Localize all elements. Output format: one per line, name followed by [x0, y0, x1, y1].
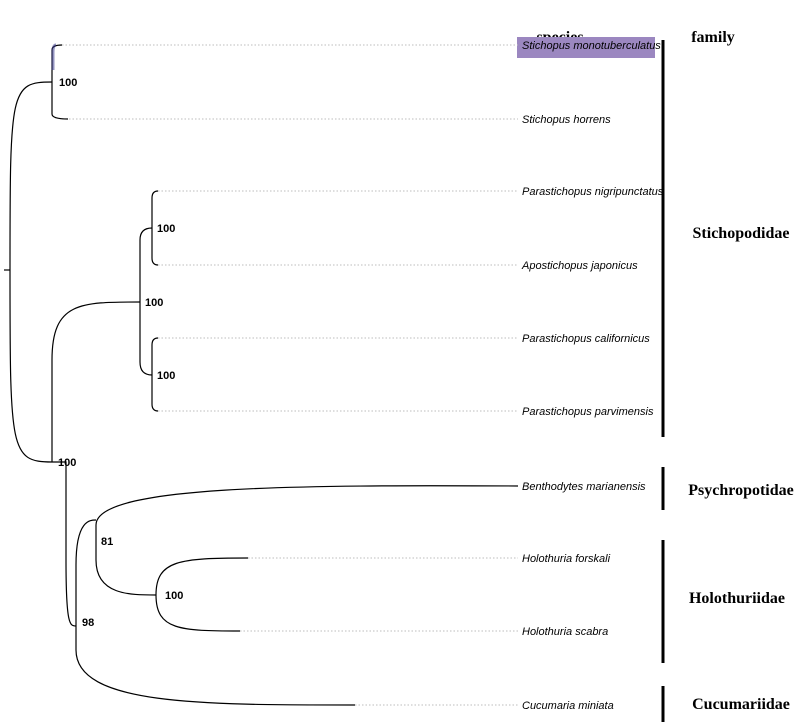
- branch-stichopus-horrens: [51, 82, 69, 120]
- branch-benthodytes: [95, 485, 519, 545]
- support-non-stichopodid: 98: [82, 617, 94, 629]
- branch-nigri-japonicus-stem: [139, 227, 153, 302]
- taxon-label: Stichopus horrens: [522, 114, 611, 126]
- branch-parvimensis: [151, 375, 159, 412]
- branch-holothuria-stem: [95, 545, 157, 596]
- branch-non-stichopodid-stem: [52, 461, 77, 627]
- support-nigri-japonicus: 100: [157, 223, 175, 235]
- support-root-split: 100: [58, 457, 76, 469]
- branch-highlight: [51, 43, 57, 70]
- taxon-label: Parastichopus nigripunctatus: [522, 186, 664, 198]
- branch-californicus-parvimensis-stem: [139, 302, 153, 376]
- taxon-label: Cucumaria miniata: [522, 700, 614, 712]
- branch-holothuria-forskali: [155, 557, 249, 596]
- branch-cucumaria: [75, 626, 356, 706]
- family-label: Psychropotidae: [688, 482, 793, 499]
- support-californicus-parvimensis: 100: [157, 370, 175, 382]
- taxon-label: Holothuria forskali: [522, 553, 611, 565]
- family-header: family: [691, 29, 735, 46]
- family-label: Holothuriidae: [689, 590, 785, 607]
- branch-nigripunctatus: [151, 190, 159, 228]
- branch-holothuria-scabra: [155, 594, 241, 632]
- support-holothuria: 100: [165, 590, 183, 602]
- taxon-label: Holothuria scabra: [522, 626, 608, 638]
- support-stichopus: 100: [59, 77, 77, 89]
- family-label: Stichopodidae: [693, 225, 790, 242]
- taxon-label: Apostichopus japonicus: [521, 260, 638, 272]
- taxon-label: Stichopus monotuberculatus: [522, 40, 661, 52]
- branch-81-stem: [75, 519, 97, 626]
- highlighted-taxon-box: [517, 37, 655, 58]
- branch-japonicus: [151, 228, 159, 266]
- support-parastichopus: 100: [145, 297, 163, 309]
- taxon-label: Parastichopus californicus: [522, 333, 650, 345]
- family-label: Cucumariidae: [692, 696, 790, 713]
- support-benthodytes-holothuria: 81: [101, 536, 113, 548]
- branch-parastichopus-stem: [51, 301, 141, 462]
- branch-californicus: [151, 337, 159, 375]
- branch-root: [9, 81, 53, 463]
- taxon-label: Parastichopus parvimensis: [522, 406, 654, 418]
- taxon-label: Benthodytes marianensis: [522, 481, 646, 493]
